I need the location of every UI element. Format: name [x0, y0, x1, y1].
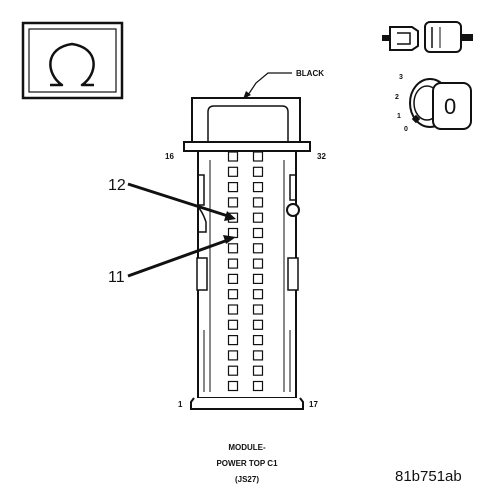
callout-12-arrow	[127, 182, 229, 218]
pin-label-1: 1	[178, 400, 183, 409]
callout-12: 12	[108, 177, 126, 194]
pin-cavity	[227, 273, 239, 284]
ignition-key-label: 0	[444, 94, 456, 119]
ohm-symbol-icon	[21, 21, 124, 100]
pin-cavity	[227, 319, 239, 330]
callout-11: 11	[108, 269, 125, 286]
pin-cavity	[252, 304, 264, 315]
pin-cavity	[252, 335, 264, 346]
ignition-position-2: 2	[395, 94, 399, 101]
pin-cavity	[252, 319, 264, 330]
connector-pin-cavities	[227, 151, 264, 392]
pin-cavity	[252, 166, 264, 177]
color-label-leader	[245, 72, 292, 99]
pin-cavity	[227, 182, 239, 193]
pin-cavity	[252, 151, 264, 162]
ignition-position-3: 3	[399, 74, 403, 81]
pin-cavity	[252, 258, 264, 269]
connector-color-label: BLACK	[296, 69, 324, 78]
pin-cavity	[252, 273, 264, 284]
pin-cavity	[252, 243, 264, 254]
caption-line-3: (JS27)	[235, 475, 259, 484]
connector-disconnect-icon	[382, 21, 473, 53]
figure-id: 81b751ab	[395, 468, 462, 485]
pin-cavity	[227, 258, 239, 269]
callout-11-arrowhead	[223, 235, 236, 244]
pin-cavity	[227, 289, 239, 300]
pin-cavity	[252, 365, 264, 376]
pin-cavity	[227, 365, 239, 376]
ignition-key-icon: 3 2 1 0 0	[395, 74, 472, 133]
pin-label-16: 16	[165, 152, 174, 161]
caption-line-2: POWER TOP C1	[216, 459, 278, 468]
pin-cavity	[227, 350, 239, 361]
pin-cavity	[252, 182, 264, 193]
pin-cavity	[227, 166, 239, 177]
ignition-position-1: 1	[397, 113, 401, 120]
pin-cavity	[227, 335, 239, 346]
color-label-arrowhead	[243, 91, 251, 99]
pin-cavity	[227, 197, 239, 208]
pin-cavity	[252, 227, 264, 239]
ignition-position-0: 0	[404, 126, 408, 133]
pin-cavity	[252, 289, 264, 300]
pin-label-32: 32	[317, 152, 326, 161]
callout-11-arrow	[127, 238, 229, 278]
pin-label-17: 17	[309, 400, 318, 409]
pin-cavity	[252, 197, 264, 208]
pin-cavity	[252, 350, 264, 361]
pin-cavity	[227, 380, 239, 392]
caption-line-1: MODULE-	[228, 443, 266, 452]
pin-cavity	[227, 304, 239, 315]
pin-cavity	[252, 212, 264, 223]
callout-12-arrowhead	[224, 211, 236, 221]
pin-cavity	[227, 243, 239, 254]
pin-cavity	[252, 380, 264, 392]
connector-body	[183, 97, 311, 410]
pin-cavity	[227, 151, 239, 162]
